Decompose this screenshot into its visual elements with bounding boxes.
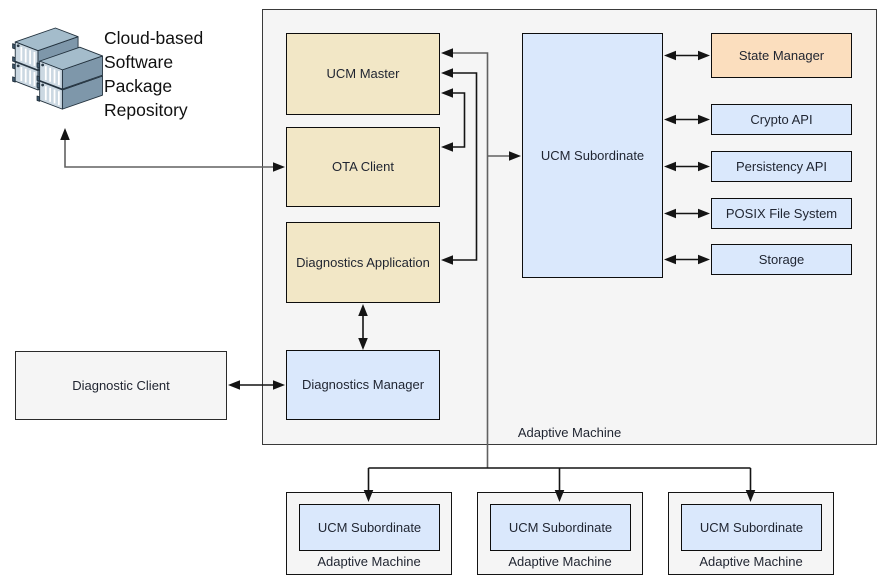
service-persistency-api: Persistency API [711, 151, 852, 182]
server-stack-icon [10, 24, 106, 114]
module-ucm-subordinate-3: UCM Subordinate [681, 504, 822, 551]
module-diagnostics-application: Diagnostics Application [286, 222, 440, 303]
module-ota-client: OTA Client [286, 127, 440, 207]
cloud-repository-label: Cloud-based Software Package Repository [104, 28, 204, 121]
service-storage: Storage [711, 244, 852, 275]
wire-cloud-to-ota-client [60, 128, 285, 172]
subordinate-machine-3: UCM Subordinate Adaptive Machine [668, 492, 834, 575]
service-posix-file-system: POSIX File System [711, 198, 852, 229]
service-crypto-api: Crypto API [711, 104, 852, 135]
subordinate-machine-1: UCM Subordinate Adaptive Machine [286, 492, 452, 575]
subordinate-machine-1-label: Adaptive Machine [317, 554, 421, 569]
module-ucm-subordinate-2: UCM Subordinate [490, 504, 631, 551]
module-diagnostics-manager: Diagnostics Manager [286, 350, 440, 420]
service-state-manager: State Manager [711, 33, 852, 78]
subordinate-machine-2-label: Adaptive Machine [508, 554, 612, 569]
subordinate-machine-2: UCM Subordinate Adaptive Machine [477, 492, 643, 575]
module-ucm-subordinate-1: UCM Subordinate [299, 504, 440, 551]
adaptive-machine-label: Adaptive Machine [517, 425, 622, 440]
module-ucm-subordinate: UCM Subordinate [522, 33, 663, 278]
box-diagnostic-client: Diagnostic Client [15, 351, 227, 420]
module-ucm-master: UCM Master [286, 33, 440, 115]
subordinate-machine-3-label: Adaptive Machine [699, 554, 803, 569]
